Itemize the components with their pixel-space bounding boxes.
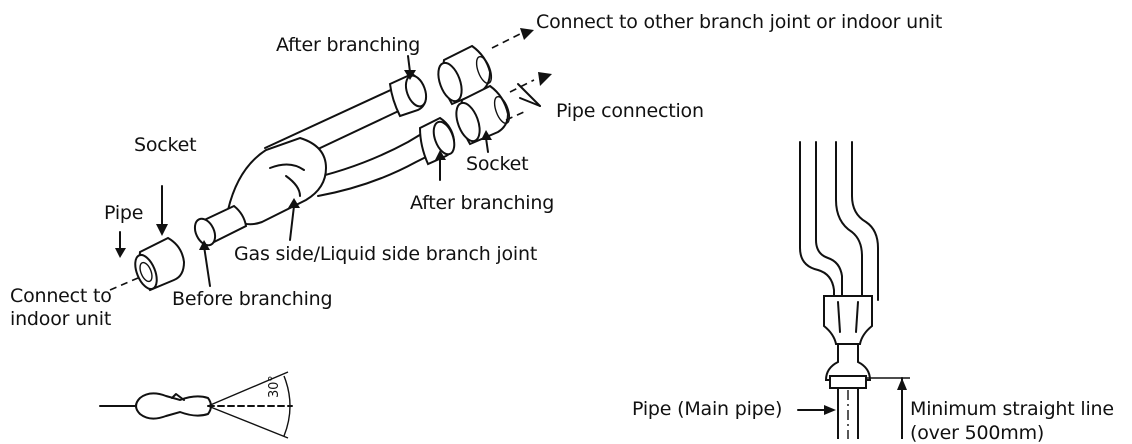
branch-joint-label: Gas side/Liquid side branch joint [234, 243, 538, 265]
over-500-label: (over 500mm) [910, 422, 1045, 444]
connect-indoor-label-line1: Connect to [10, 285, 112, 307]
socket-right-label: Socket [466, 153, 529, 175]
pipe-connection-label: Pipe connection [556, 100, 704, 122]
after-branching-bottom-label: After branching [410, 192, 555, 214]
angle-detail [99, 371, 293, 439]
main-pipe-label: Pipe (Main pipe) [632, 398, 783, 420]
socket-left-label: Socket [134, 134, 197, 156]
before-branching-label: Before branching [172, 288, 333, 310]
after-branching-top-label: After branching [276, 34, 421, 56]
pipe-label: Pipe [104, 202, 144, 224]
lower-branch-end [418, 116, 456, 166]
angle-label: 30° [267, 375, 282, 398]
socket-middle [455, 84, 511, 146]
connect-other-label: Connect to other branch joint or indoor … [536, 11, 943, 33]
vertical-branch-pipe [797, 141, 910, 439]
upper-branch-pipe-edge [264, 87, 396, 149]
connect-indoor-label-line2: indoor unit [10, 308, 112, 330]
socket-top [437, 44, 493, 106]
socket-left [134, 236, 186, 292]
min-straight-label: Minimum straight line [910, 398, 1114, 420]
upper-branch-end [388, 72, 428, 118]
branch-joint-body [193, 136, 328, 247]
lower-branch-pipe-edge-2 [317, 151, 437, 197]
